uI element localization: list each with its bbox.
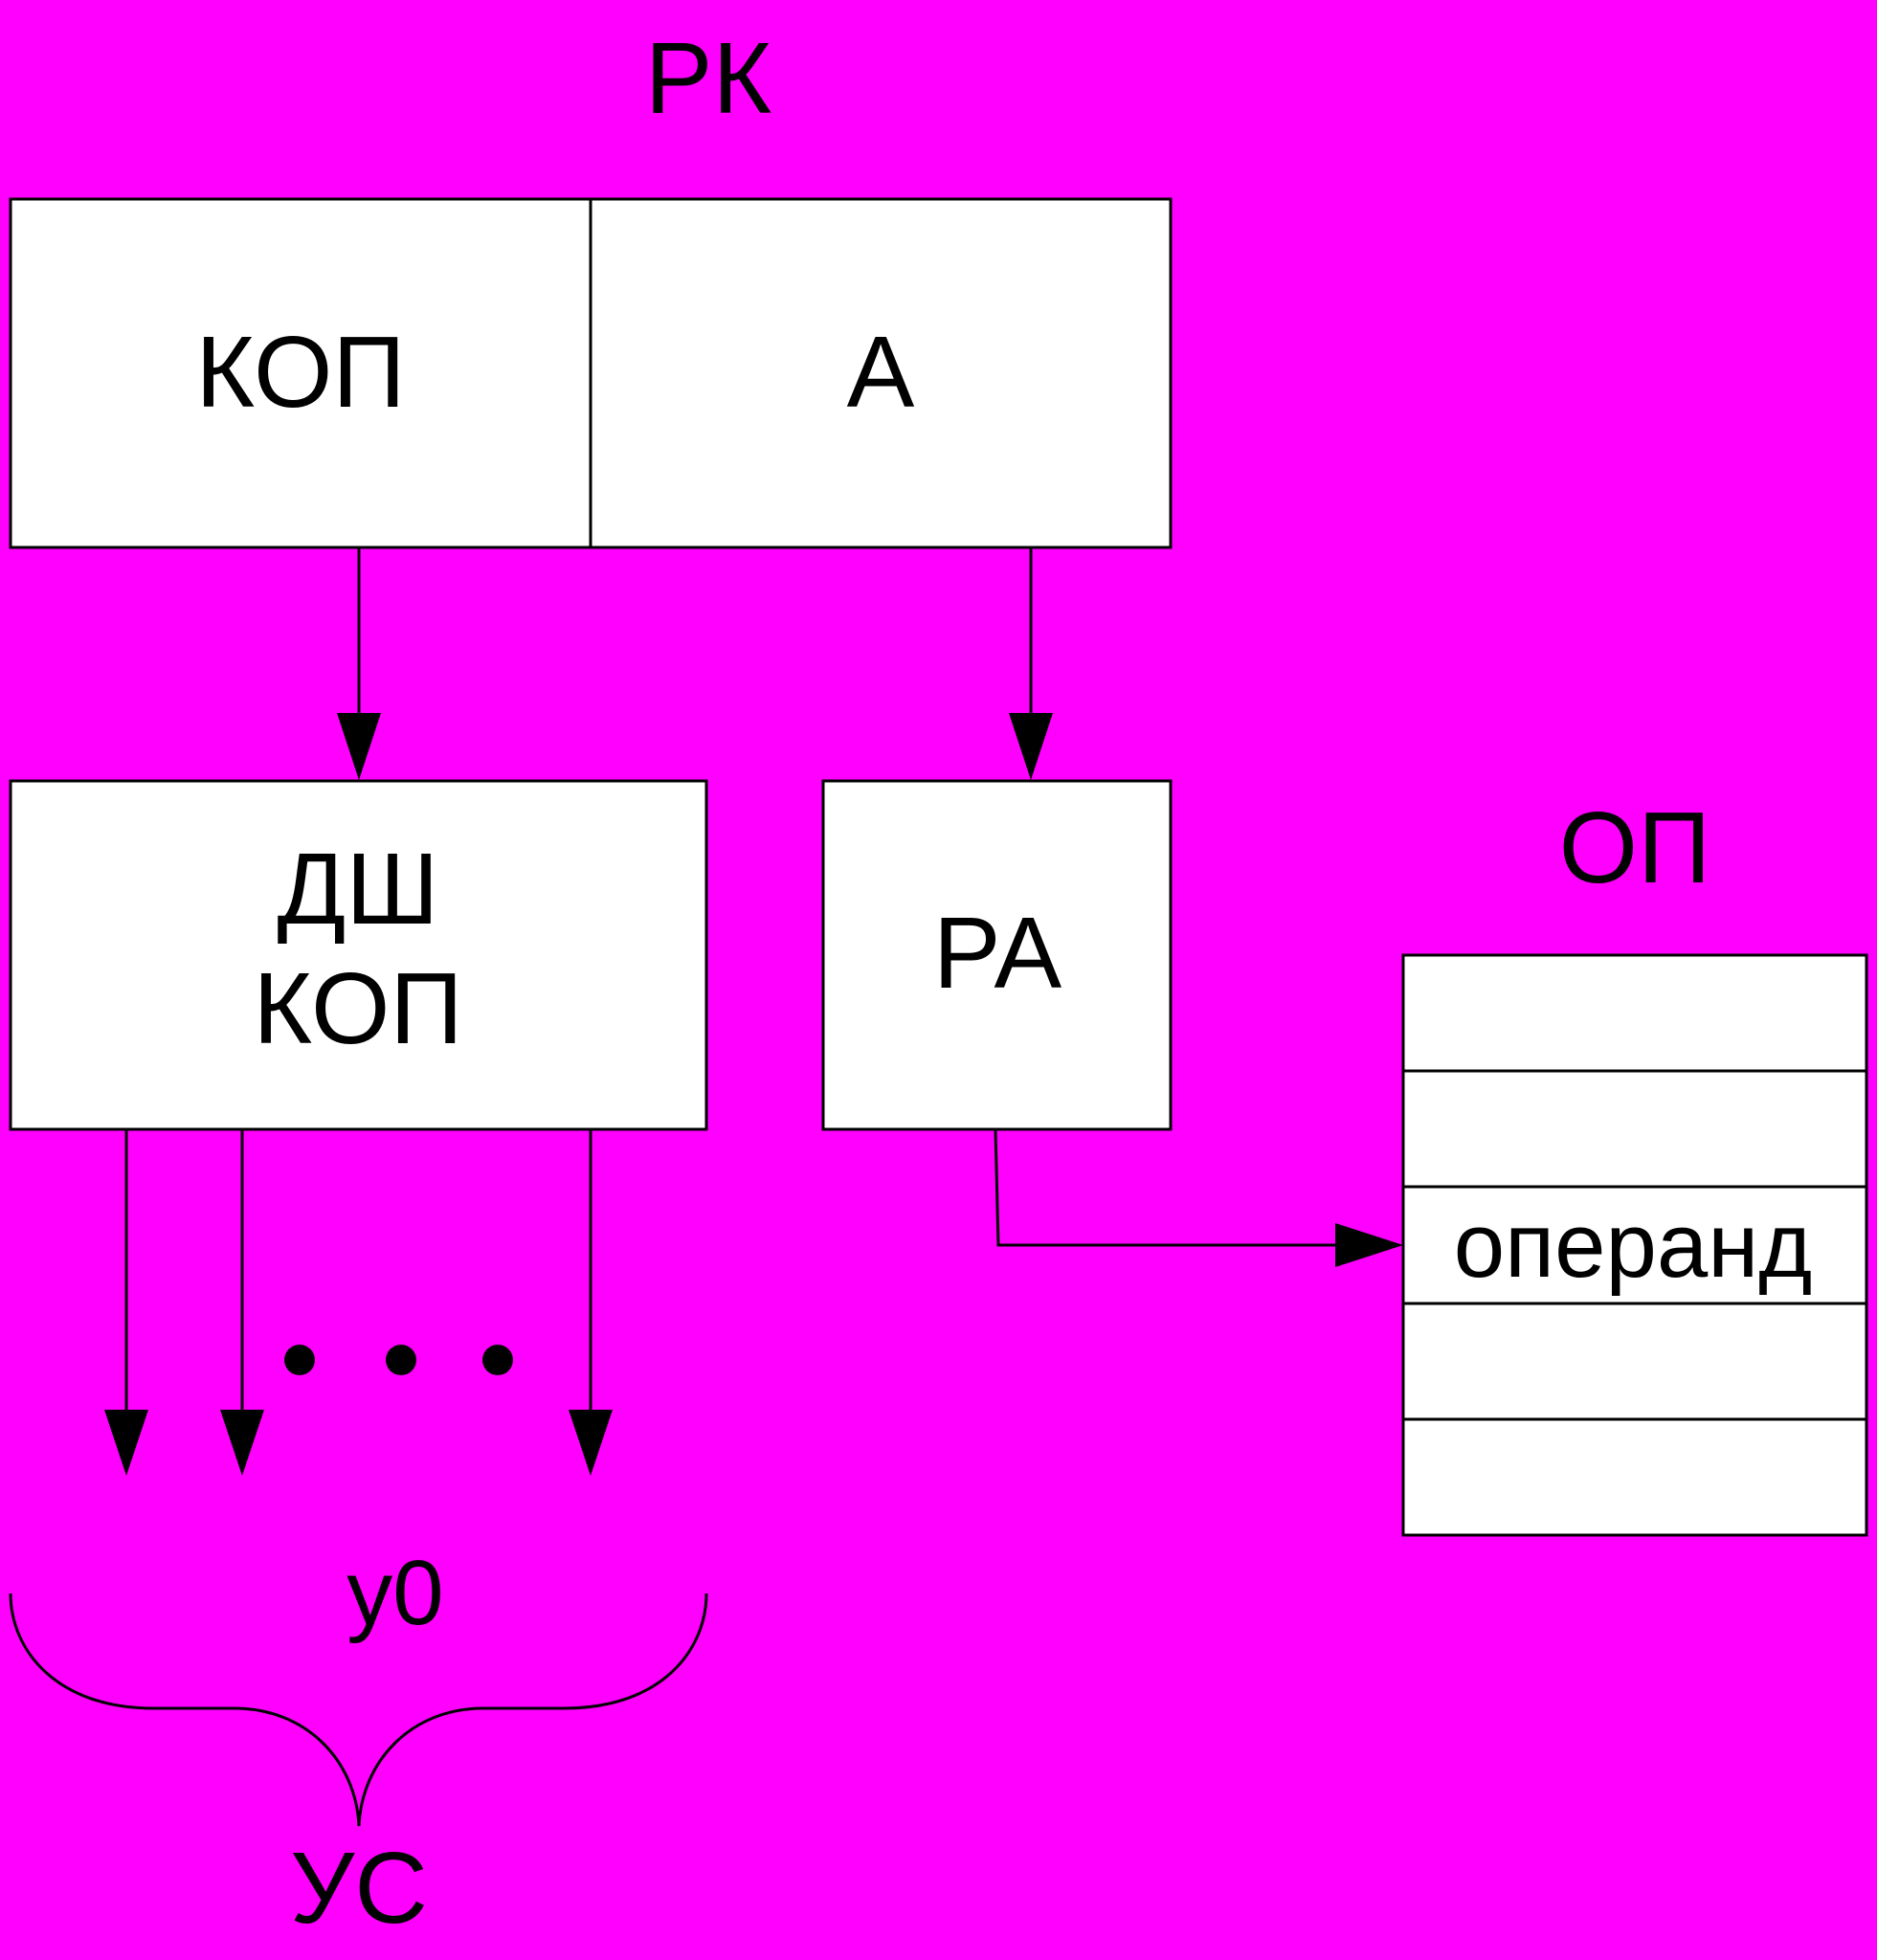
opcode-field-box: [9, 197, 592, 549]
address-register-label: РА: [933, 897, 1062, 1010]
address-register: РА: [821, 779, 1173, 1131]
decoder-label-line2: КОП: [253, 952, 462, 1065]
memory-cell-5: [1401, 1417, 1868, 1537]
ellipsis-dot-1: [284, 1345, 315, 1375]
address-field-label: А: [847, 316, 915, 429]
instruction-register: КОП А: [9, 197, 1173, 549]
decoder-output-arrowhead-1: [104, 1410, 148, 1476]
decoder-box: [9, 779, 708, 1131]
ellipsis-dot-2: [386, 1345, 416, 1375]
memory-title: ОП: [1559, 791, 1711, 904]
address-to-ra-arrowhead: [1009, 713, 1053, 780]
register-title: РК: [645, 22, 772, 135]
ra-to-memory-arrowhead: [1335, 1223, 1403, 1267]
memory-cell-operand: [1401, 1185, 1868, 1305]
address-register-box: [821, 779, 1173, 1131]
memory-cell-2: [1401, 1069, 1868, 1189]
opcode-to-decoder-arrowhead: [337, 713, 381, 780]
memory-cell-4: [1401, 1302, 1868, 1421]
address-field-box: [589, 197, 1173, 549]
signal-label: y0: [346, 1542, 443, 1644]
decoder-output-arrowhead-2: [220, 1410, 264, 1476]
control-signals-brace: [9, 1592, 708, 1827]
decoder-label-line1: ДШ: [278, 833, 439, 946]
ellipsis-dot-3: [482, 1345, 513, 1375]
memory-cell-operand-label: операнд: [1454, 1194, 1813, 1297]
decoder-output-arrowhead-n: [569, 1410, 613, 1476]
memory-cell-1: [1401, 953, 1868, 1073]
ra-to-memory-line: [994, 1128, 1340, 1247]
control-unit-label: УС: [290, 1832, 428, 1945]
opcode-field-label: КОП: [195, 316, 405, 429]
ellipsis-dots: [284, 1345, 513, 1375]
main-memory: операнд: [1401, 953, 1868, 1537]
opcode-decoder: ДШ КОП: [9, 779, 708, 1131]
